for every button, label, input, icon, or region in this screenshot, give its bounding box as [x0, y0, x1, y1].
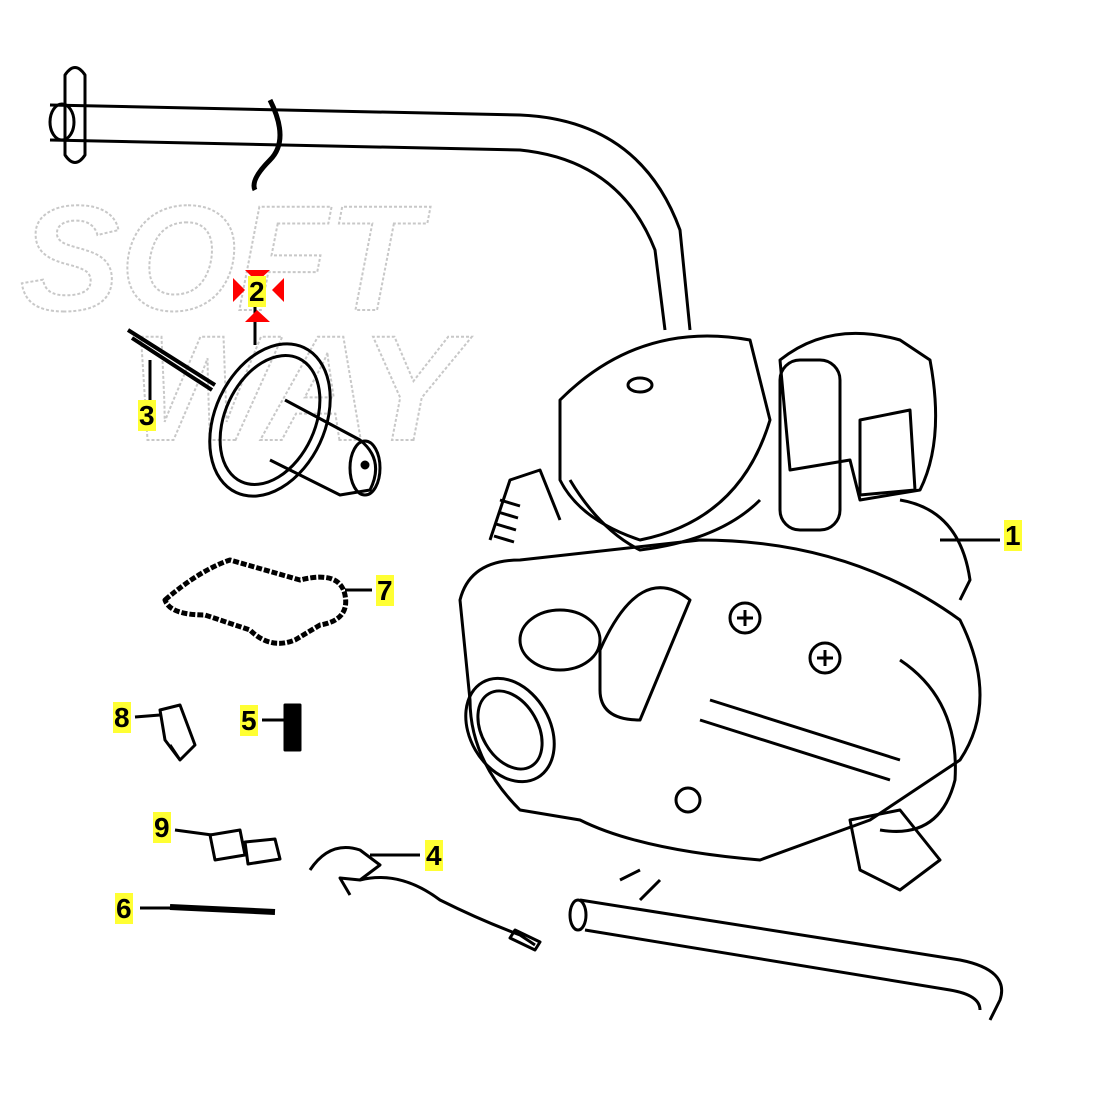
- part-9-caps[interactable]: [208, 828, 282, 866]
- callout-5[interactable]: 5: [240, 705, 258, 736]
- part-4-sensor[interactable]: [308, 846, 542, 952]
- part-7-gasket[interactable]: [162, 557, 349, 646]
- callout-1[interactable]: 1: [1004, 520, 1022, 551]
- callout-2[interactable]: 2: [248, 276, 266, 307]
- part-2-diaphragm[interactable]: [186, 324, 382, 515]
- selection-marker: [233, 270, 284, 322]
- callout-4[interactable]: 4: [425, 840, 443, 871]
- callout-7[interactable]: 7: [376, 575, 394, 606]
- part-5-clip[interactable]: [283, 703, 302, 752]
- svg-text:WAY: WAY: [130, 304, 472, 472]
- lower-hose[interactable]: [579, 898, 1003, 1021]
- part-3-needle[interactable]: [126, 328, 217, 392]
- watermark: SOFT WAY: [19, 173, 473, 473]
- part-6-rod[interactable]: [169, 904, 276, 915]
- callout-9[interactable]: 9: [153, 812, 171, 843]
- callout-3[interactable]: 3: [138, 400, 156, 431]
- upper-hose[interactable]: [49, 103, 692, 331]
- callout-6[interactable]: 6: [115, 893, 133, 924]
- part-8-fitting[interactable]: [158, 703, 197, 762]
- carburetor[interactable]: [448, 331, 982, 892]
- callout-8[interactable]: 8: [113, 702, 131, 733]
- svg-text:SOFT: SOFT: [20, 174, 431, 342]
